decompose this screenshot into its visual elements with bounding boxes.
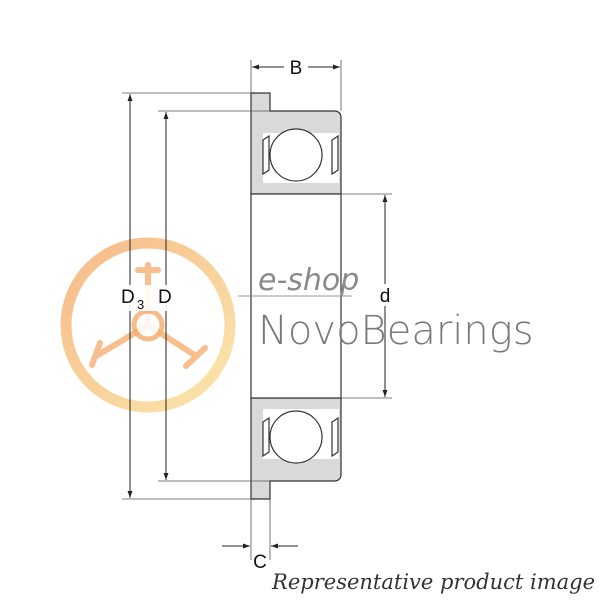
caption: Representative product image [271,570,595,594]
label-d3-sub: 3 [137,297,144,312]
label-d-bore: d [380,286,391,307]
label-d-outer: D [158,287,172,308]
watermark-line2: NovoBearings [258,308,534,354]
label-c: C [253,552,267,573]
bearing-section [250,92,342,500]
watermark-line1: e-shop [258,263,359,298]
label-b: B [290,58,303,79]
label-d3: D [121,287,135,308]
logo-icon [60,237,236,413]
extension-lines [122,60,392,560]
